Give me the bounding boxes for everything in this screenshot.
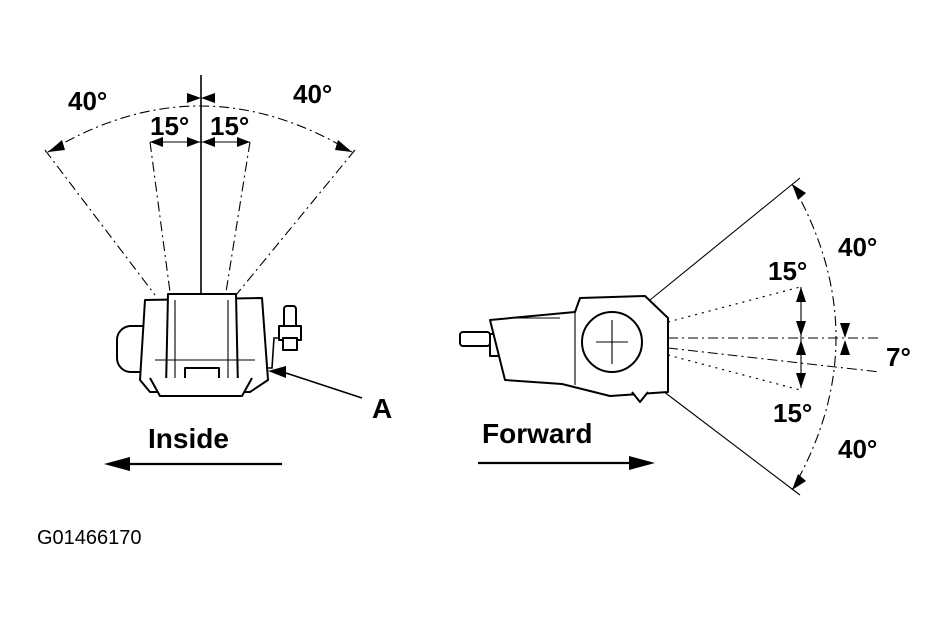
left-40-arrow-center-l — [187, 93, 201, 103]
left-40-arrow-right — [335, 140, 352, 152]
right-40-arrow-c2 — [840, 340, 850, 355]
left-40-arrow-center-r — [201, 93, 215, 103]
right-angle-upper-inner: 15° — [768, 256, 807, 286]
right-40-arrow-top — [792, 184, 806, 200]
inside-label: Inside — [148, 423, 229, 454]
right-view: 40° 15° 7° 15° 40° Forward — [459, 177, 911, 496]
left-outer-boundary-right — [235, 149, 356, 296]
right-7deg-line — [667, 347, 881, 373]
left-outer-boundary-left — [44, 149, 156, 296]
right-15-arrow-top — [796, 287, 806, 302]
right-15-arrow-c1 — [796, 321, 806, 336]
right-40-arrow-c1 — [840, 323, 850, 338]
right-angle-offset: 7° — [886, 342, 911, 372]
right-upper-40-boundary — [649, 177, 801, 301]
left-40-arrow-left — [48, 140, 65, 152]
image-code: G01466170 — [37, 527, 142, 549]
right-40-arrow-bottom — [792, 474, 806, 490]
callout-a-pointer — [268, 366, 286, 378]
right-upper-15-boundary — [667, 286, 801, 323]
right-15-arrow-bottom — [796, 373, 806, 388]
right-angle-upper-outer: 40° — [838, 232, 877, 262]
left-15-arrow-right — [237, 137, 250, 147]
right-40-arc — [791, 183, 837, 491]
left-headlight-unit — [116, 293, 302, 397]
left-angle-outer-right: 40° — [293, 79, 332, 109]
right-15-arrow-c2 — [796, 340, 806, 355]
right-lower-40-boundary — [654, 384, 801, 496]
left-40-arc — [47, 105, 353, 153]
inside-arrow-head — [104, 457, 130, 471]
left-angle-inner-right: 15° — [210, 111, 249, 141]
left-15-arrow-left — [150, 137, 163, 147]
right-headlight-unit — [459, 295, 669, 403]
callout-a-label: A — [372, 393, 392, 424]
left-angle-outer-left: 40° — [68, 86, 107, 116]
forward-label: Forward — [482, 418, 592, 449]
left-view: 40° 40° 15° 15° A Inside — [44, 75, 392, 471]
left-angle-inner-left: 15° — [150, 111, 189, 141]
left-inner-boundary-left — [149, 141, 171, 293]
left-inner-boundary-right — [225, 141, 251, 293]
right-angle-lower-inner: 15° — [773, 398, 812, 428]
left-15-arrow-cl — [187, 137, 200, 147]
callout-a-leader — [285, 372, 363, 399]
left-15-arrow-cr — [202, 137, 215, 147]
right-lower-15-boundary — [667, 354, 801, 391]
forward-arrow-head — [629, 456, 655, 470]
right-angle-lower-outer: 40° — [838, 434, 877, 464]
